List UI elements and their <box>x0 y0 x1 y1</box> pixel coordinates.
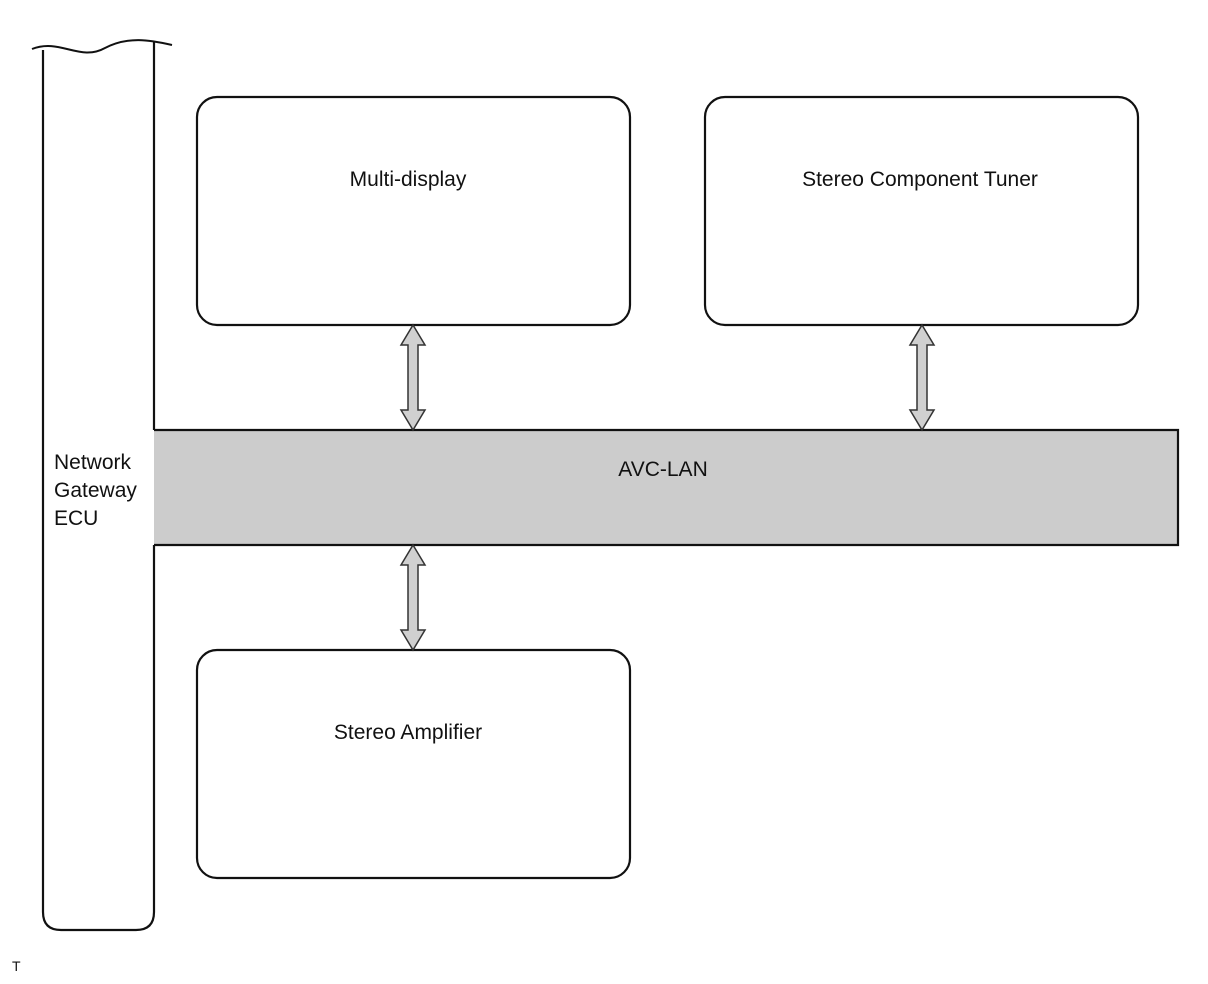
gateway-ecu-outline <box>41 50 156 932</box>
stereo-component-tuner-label: Stereo Component Tuner <box>802 168 1038 191</box>
avc-lan-label: AVC-LAN <box>618 458 708 481</box>
figure-corner-mark: T <box>12 958 21 974</box>
gateway-ecu-wavy-top <box>31 39 173 54</box>
multi-display-box <box>195 95 632 327</box>
avc-lan-bus <box>154 428 1180 547</box>
gateway-ecu-label: Network Gateway ECU <box>54 449 137 533</box>
tuner-bus-arrow <box>908 323 936 432</box>
gateway-ecu-label-line-3: ECU <box>54 507 99 530</box>
multi-display-bus-arrow <box>399 323 427 432</box>
multi-display-label: Multi-display <box>349 168 467 191</box>
stereo-amplifier-label: Stereo Amplifier <box>333 721 483 744</box>
gateway-ecu-label-line-1: Network <box>54 451 132 474</box>
stereo-amplifier-box <box>195 648 632 880</box>
stereo-component-tuner-box <box>703 95 1140 327</box>
amplifier-bus-arrow <box>399 543 427 652</box>
gateway-ecu-label-line-2: Gateway <box>54 479 137 502</box>
